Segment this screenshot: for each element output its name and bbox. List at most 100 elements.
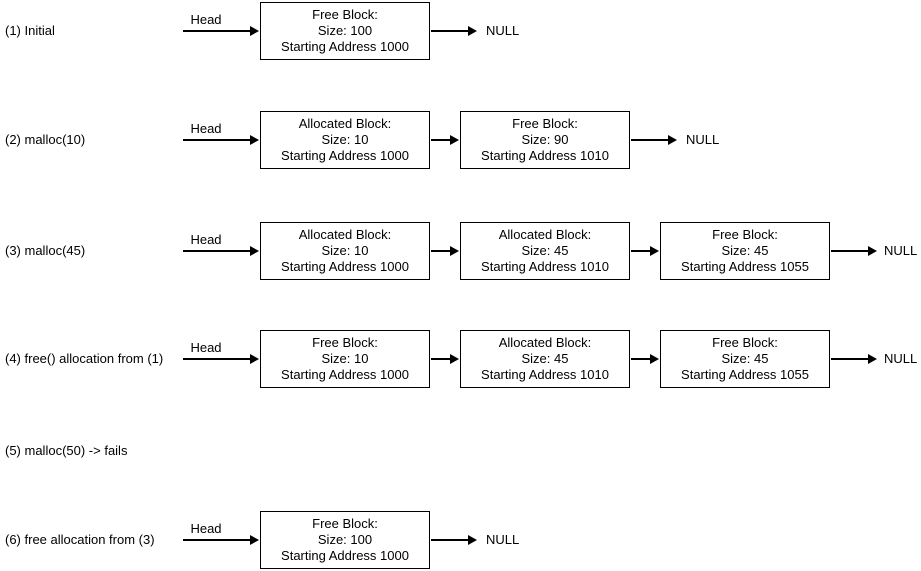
block-type: Allocated Block: [298, 227, 392, 242]
block-size: Size: 10 [321, 243, 369, 258]
arrow-line [831, 250, 870, 252]
block-size: Size: 100 [317, 23, 373, 38]
row-label-3: (3) malloc(45) [5, 243, 86, 258]
block-type: Allocated Block: [298, 116, 392, 131]
arrowhead-icon [868, 354, 877, 364]
arrow-line [831, 358, 870, 360]
block-address: Starting Address 1055 [681, 259, 809, 274]
next-arrow [631, 354, 659, 364]
node-box-free: Free Block: Size: 45 Starting Address 10… [660, 330, 830, 388]
arrowhead-icon [450, 354, 459, 364]
row-label-6: (6) free allocation from (3) [5, 532, 155, 547]
arrow-line [183, 30, 252, 32]
block-size: Size: 100 [317, 532, 373, 547]
block-address: Starting Address 1010 [481, 148, 609, 163]
head-arrow [183, 354, 259, 364]
row-label-2: (2) malloc(10) [5, 132, 86, 147]
block-address: Starting Address 1010 [481, 367, 609, 382]
next-arrow [431, 26, 477, 36]
arrowhead-icon [668, 135, 677, 145]
block-address: Starting Address 1000 [281, 548, 409, 563]
block-size: Size: 10 [321, 351, 369, 366]
arrowhead-icon [650, 246, 659, 256]
block-address: Starting Address 1000 [281, 148, 409, 163]
arrow-line [183, 539, 252, 541]
block-type: Free Block: [312, 7, 378, 22]
next-arrow [431, 354, 459, 364]
arrowhead-icon [450, 246, 459, 256]
head-arrow [183, 135, 259, 145]
block-type: Allocated Block: [498, 227, 592, 242]
block-address: Starting Address 1000 [281, 259, 409, 274]
arrowhead-icon [250, 26, 259, 36]
head-arrow [183, 26, 259, 36]
node-box-allocated: Allocated Block: Size: 45 Starting Addre… [460, 330, 630, 388]
null-terminator-label: NULL [486, 532, 520, 547]
next-arrow [431, 246, 459, 256]
arrowhead-icon [450, 135, 459, 145]
block-size: Size: 45 [521, 243, 569, 258]
row-label-4: (4) free() allocation from (1) [5, 351, 164, 366]
node-box-free: Free Block: Size: 100 Starting Address 1… [260, 2, 430, 60]
arrow-line [431, 30, 470, 32]
arrow-line [631, 358, 652, 360]
arrowhead-icon [468, 26, 477, 36]
arrow-line [183, 250, 252, 252]
null-terminator-label: NULL [884, 243, 918, 258]
next-arrow [431, 135, 459, 145]
head-pointer-label: Head [190, 521, 222, 536]
next-arrow [831, 354, 877, 364]
block-size: Size: 45 [721, 243, 769, 258]
next-arrow [831, 246, 877, 256]
next-arrow [431, 535, 477, 545]
arrow-line [631, 139, 670, 141]
block-size: Size: 90 [521, 132, 569, 147]
head-pointer-label: Head [190, 232, 222, 247]
row-label-5: (5) malloc(50) -> fails [5, 443, 128, 458]
arrowhead-icon [868, 246, 877, 256]
arrow-line [183, 358, 252, 360]
arrowhead-icon [650, 354, 659, 364]
arrow-line [631, 250, 652, 252]
node-box-allocated: Allocated Block: Size: 45 Starting Addre… [460, 222, 630, 280]
block-type: Free Block: [712, 227, 778, 242]
arrow-line [431, 139, 452, 141]
arrow-line [183, 139, 252, 141]
arrow-line [431, 250, 452, 252]
block-type: Free Block: [512, 116, 578, 131]
head-pointer-label: Head [190, 12, 222, 27]
block-address: Starting Address 1000 [281, 39, 409, 54]
next-arrow [631, 135, 677, 145]
head-arrow [183, 246, 259, 256]
node-box-allocated: Allocated Block: Size: 10 Starting Addre… [260, 111, 430, 169]
node-box-free: Free Block: Size: 90 Starting Address 10… [460, 111, 630, 169]
null-terminator-label: NULL [486, 23, 520, 38]
node-box-allocated: Allocated Block: Size: 10 Starting Addre… [260, 222, 430, 280]
arrowhead-icon [468, 535, 477, 545]
block-type: Allocated Block: [498, 335, 592, 350]
arrowhead-icon [250, 246, 259, 256]
arrowhead-icon [250, 354, 259, 364]
block-size: Size: 45 [521, 351, 569, 366]
null-terminator-label: NULL [686, 132, 720, 147]
block-address: Starting Address 1010 [481, 259, 609, 274]
node-box-free: Free Block: Size: 10 Starting Address 10… [260, 330, 430, 388]
block-type: Free Block: [312, 335, 378, 350]
head-arrow [183, 535, 259, 545]
block-type: Free Block: [712, 335, 778, 350]
head-pointer-label: Head [190, 340, 222, 355]
arrow-line [431, 539, 470, 541]
null-terminator-label: NULL [884, 351, 918, 366]
arrowhead-icon [250, 535, 259, 545]
arrow-line [431, 358, 452, 360]
head-pointer-label: Head [190, 121, 222, 136]
block-size: Size: 10 [321, 132, 369, 147]
node-box-free: Free Block: Size: 100 Starting Address 1… [260, 511, 430, 569]
arrowhead-icon [250, 135, 259, 145]
block-address: Starting Address 1000 [281, 367, 409, 382]
node-box-free: Free Block: Size: 45 Starting Address 10… [660, 222, 830, 280]
block-size: Size: 45 [721, 351, 769, 366]
row-label-1: (1) Initial [5, 23, 55, 38]
block-address: Starting Address 1055 [681, 367, 809, 382]
